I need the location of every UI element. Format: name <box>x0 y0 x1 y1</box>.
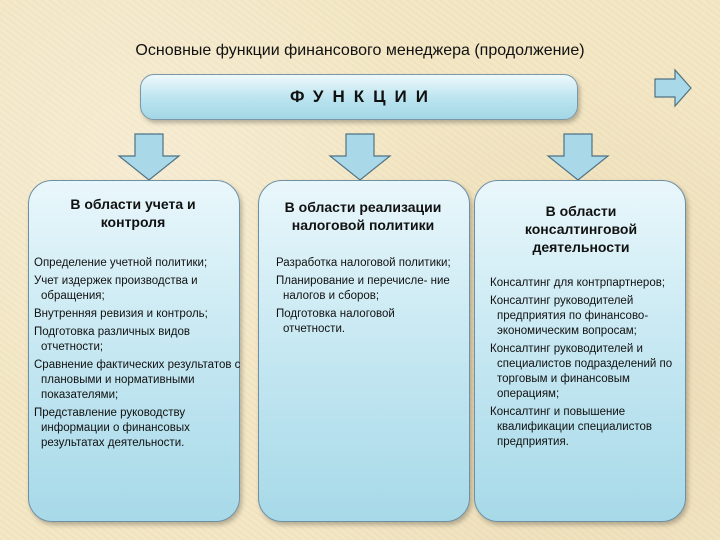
column-consulting-title: В области консалтинговой деятельности <box>524 203 638 255</box>
functions-banner-label: ФУНКЦИИ <box>290 87 437 106</box>
list-item: Сравнение фактических результатов с план… <box>34 359 241 401</box>
right-arrow-icon[interactable] <box>653 68 693 108</box>
column-tax-list: Разработка налоговой политики; Планирова… <box>276 256 456 340</box>
list-item: Определение учетной политики; <box>34 257 208 269</box>
slide-title: Основные функции финансового менеджера (… <box>135 42 585 59</box>
list-item: Учет издержек производства и обращения; <box>34 275 198 302</box>
down-arrow-icon <box>546 133 610 181</box>
column-consulting-box <box>474 180 686 522</box>
column-tax-box <box>258 180 470 522</box>
column-accounting-list: Определение учетной политики; Учет издер… <box>34 256 244 454</box>
list-item: Подготовка налоговой отчетности. <box>276 308 395 335</box>
list-item: Планирование и перечисле- ние налогов и … <box>276 275 450 302</box>
list-item: Консалтинг руководителей и специалистов … <box>490 343 673 400</box>
list-item: Консалтинг руководителей предприятия по … <box>490 295 649 337</box>
list-item: Консалтинг и повышение квалификации спец… <box>490 406 653 448</box>
functions-banner: ФУНКЦИИ <box>140 74 578 120</box>
list-item: Консалтинг для контрпартнеров; <box>490 277 666 289</box>
list-item: Представление руководству информации о ф… <box>34 407 190 449</box>
down-arrow-icon <box>117 133 181 181</box>
column-consulting-list: Консалтинг для контрпартнеров; Консалтин… <box>490 276 690 453</box>
list-item: Разработка налоговой политики; <box>276 257 451 269</box>
column-tax-title: В области реализации налоговой политики <box>284 199 442 233</box>
list-item: Подготовка различных видов отчетности; <box>34 326 190 353</box>
column-accounting-box <box>28 180 240 522</box>
column-accounting-title: В области учета и контроля <box>70 196 196 230</box>
down-arrow-icon <box>328 133 392 181</box>
list-item: Внутренняя ревизия и контроль; <box>34 308 208 320</box>
